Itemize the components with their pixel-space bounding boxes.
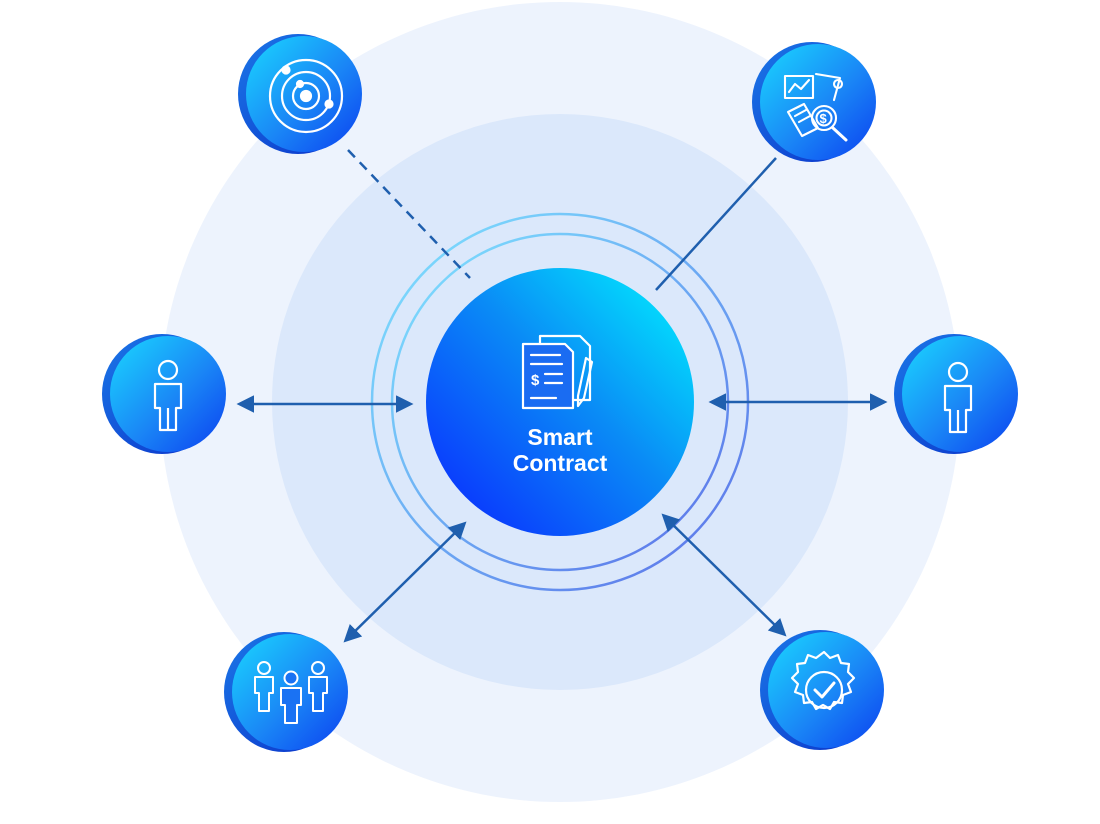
person-icon bbox=[153, 359, 183, 432]
gear-check-icon bbox=[790, 650, 856, 711]
center-title: Smart Contract bbox=[460, 424, 660, 476]
person-icon bbox=[943, 361, 973, 434]
dashed-connector-top-left bbox=[347, 149, 471, 279]
node-left bbox=[102, 334, 226, 454]
financial-analysis-icon: $ bbox=[783, 72, 848, 142]
node-bottom-right bbox=[760, 630, 884, 750]
orbit-target-icon bbox=[268, 58, 344, 134]
node-bottom-left bbox=[224, 632, 348, 752]
center-title-line2: Contract bbox=[512, 450, 608, 476]
center-title-line1: Smart bbox=[527, 424, 593, 450]
svg-text:$: $ bbox=[820, 111, 828, 126]
group-people-icon bbox=[254, 661, 328, 724]
arrow-bottom-right bbox=[661, 513, 787, 637]
node-top-left bbox=[238, 34, 362, 154]
arrow-bottom-left bbox=[343, 521, 467, 643]
contract-document-icon: $ bbox=[521, 334, 594, 410]
node-right bbox=[894, 334, 1018, 454]
node-top-right: $ bbox=[752, 42, 876, 162]
connector-top-right bbox=[655, 157, 777, 291]
svg-text:$: $ bbox=[531, 372, 540, 389]
